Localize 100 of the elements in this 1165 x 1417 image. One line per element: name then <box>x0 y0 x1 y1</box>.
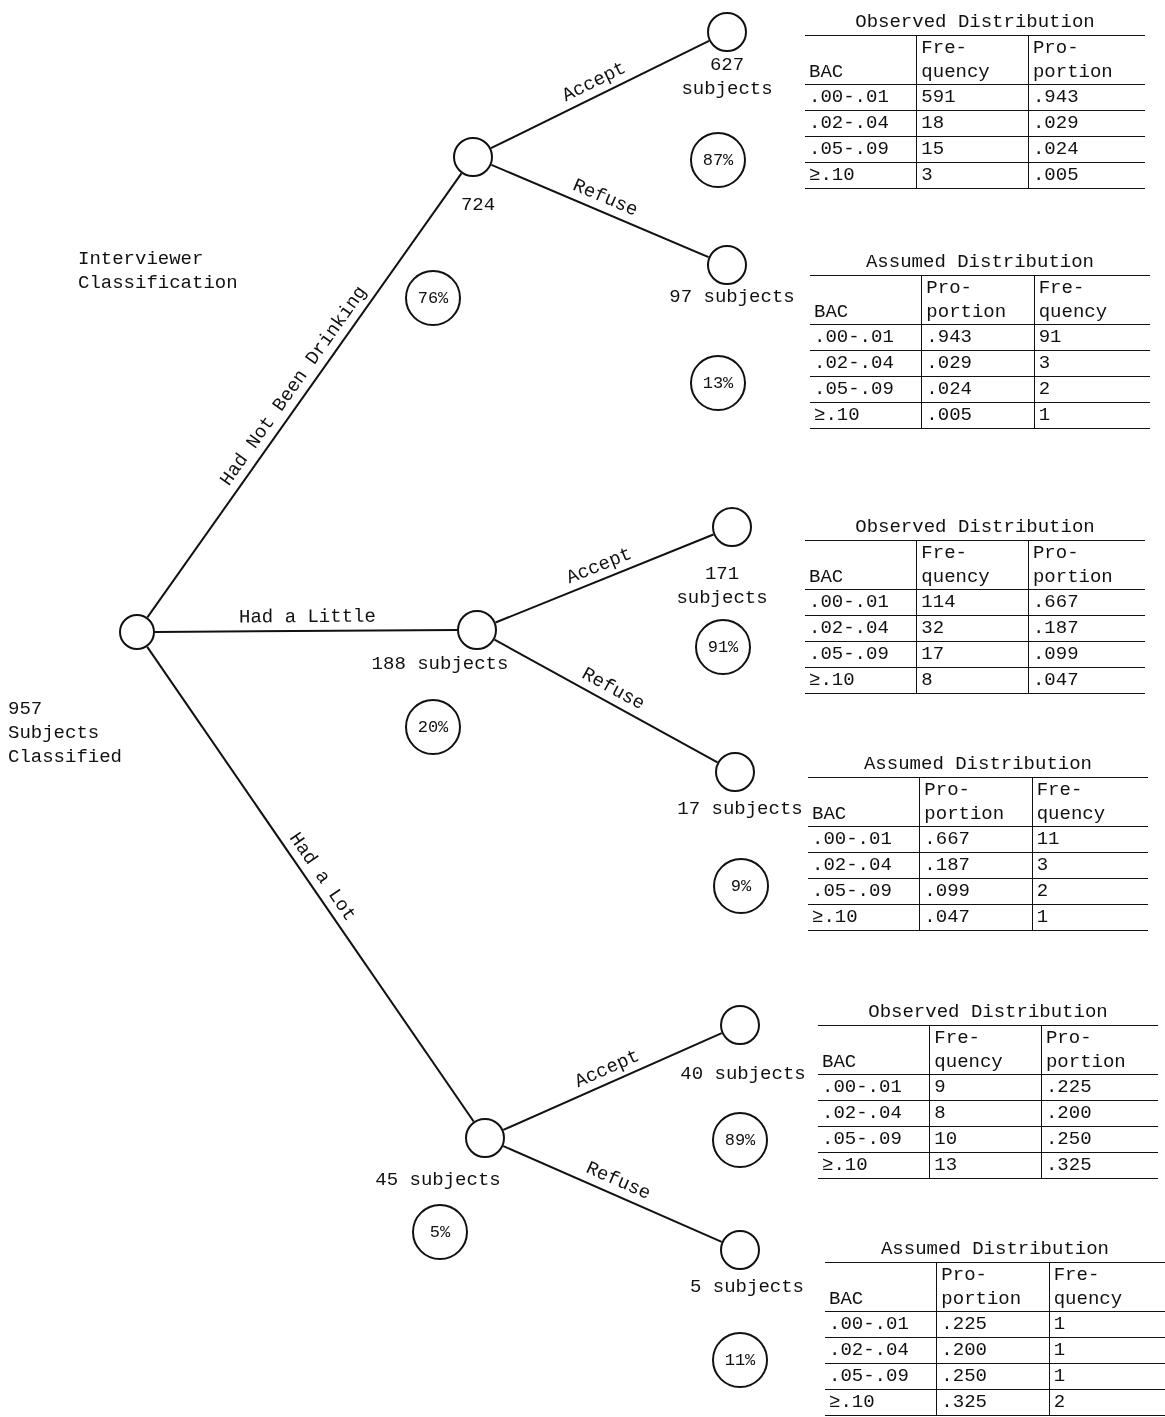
table-cell: 8 <box>916 667 1029 694</box>
percent-circle: 87% <box>690 132 746 188</box>
table-cell: 2 <box>1032 878 1148 905</box>
table-cell: .00-.01 <box>808 826 920 853</box>
table-cell: .05-.09 <box>805 641 917 668</box>
table-cell: 1 <box>1032 904 1148 931</box>
column-header: BAC <box>818 1025 930 1075</box>
percent-circle: 91% <box>695 619 751 675</box>
table-cell: .02-.04 <box>825 1337 937 1364</box>
table-cell: .187 <box>1028 615 1145 642</box>
column-header: BAC <box>810 275 922 325</box>
table-title: Assumed Distribution <box>808 752 1148 778</box>
table-cell: ≥.10 <box>805 667 917 694</box>
tree-node-circle <box>457 610 497 650</box>
table-cell: ≥.10 <box>825 1389 937 1416</box>
column-header: Fre- quency <box>929 1025 1042 1075</box>
column-header: Pro- portion <box>1028 540 1145 590</box>
column-header: BAC <box>808 777 920 827</box>
table-cell: 2 <box>1034 376 1150 403</box>
table-cell: ≥.10 <box>805 162 917 189</box>
table-cell: .099 <box>1028 641 1145 668</box>
count-label: 724 <box>459 193 497 217</box>
table-cell: 3 <box>916 162 1029 189</box>
count-label: 188 subjects <box>370 652 510 676</box>
count-label: 45 subjects <box>374 1168 502 1192</box>
column-header: Fre- quency <box>916 540 1029 590</box>
tree-node-circle <box>453 137 493 177</box>
table-cell: .200 <box>1041 1100 1158 1127</box>
table-cell: .029 <box>921 350 1035 377</box>
tree-node-circle <box>465 1118 505 1158</box>
percent-circle: 11% <box>712 1332 768 1388</box>
branch-line <box>493 638 719 764</box>
table-cell: .250 <box>1041 1126 1158 1153</box>
branch-line <box>146 645 475 1123</box>
column-header: Pro- portion <box>919 777 1033 827</box>
table-cell: ≥.10 <box>808 904 920 931</box>
table-cell: .00-.01 <box>805 589 917 616</box>
count-label: 957 Subjects Classified <box>8 697 123 769</box>
column-header: Pro- portion <box>921 275 1035 325</box>
column-header: Fre- quency <box>1034 275 1150 325</box>
tree-node-circle <box>707 12 747 52</box>
count-label: 97 subjects <box>668 285 796 309</box>
table-cell: 1 <box>1049 1337 1165 1364</box>
table-cell: 11 <box>1032 826 1148 853</box>
table-cell: .05-.09 <box>818 1126 930 1153</box>
count-label: 171 subjects <box>675 562 769 610</box>
branch-line <box>146 172 463 619</box>
table-cell: .024 <box>1028 136 1145 163</box>
tree-node-circle <box>119 614 155 650</box>
table-cell: .200 <box>936 1337 1050 1364</box>
tree-node-circle <box>720 1005 760 1045</box>
table-cell: 17 <box>916 641 1029 668</box>
branch-line <box>154 629 458 633</box>
table-cell: .943 <box>1028 84 1145 111</box>
branch-line <box>490 163 710 259</box>
table-cell: .00-.01 <box>805 84 917 111</box>
table-cell: 10 <box>929 1126 1042 1153</box>
table-cell: 591 <box>916 84 1029 111</box>
table-cell: .187 <box>919 852 1033 879</box>
table-cell: .05-.09 <box>825 1363 937 1390</box>
column-header: Pro- portion <box>1041 1025 1158 1075</box>
table-cell: .943 <box>921 324 1035 351</box>
branch-line <box>502 1032 723 1131</box>
table-cell: 1 <box>1049 1311 1165 1338</box>
table-cell: .667 <box>1028 589 1145 616</box>
table-cell: .05-.09 <box>805 136 917 163</box>
count-label: 40 subjects <box>679 1062 807 1086</box>
column-header: Pro- portion <box>1028 35 1145 85</box>
table-cell: 8 <box>929 1100 1042 1127</box>
table-cell: .250 <box>936 1363 1050 1390</box>
table-cell: 3 <box>1034 350 1150 377</box>
table-cell: .099 <box>919 878 1033 905</box>
count-label: 17 subjects <box>676 797 804 821</box>
table-cell: .00-.01 <box>818 1074 930 1101</box>
table-title: Observed Distribution <box>805 10 1145 36</box>
table-title: Observed Distribution <box>805 515 1145 541</box>
branch-line <box>489 39 711 150</box>
tree-node-circle <box>712 507 752 547</box>
count-label: 627 subjects <box>680 53 774 101</box>
table-cell: 114 <box>916 589 1029 616</box>
percent-circle: 76% <box>405 270 461 326</box>
table-title: Observed Distribution <box>818 1000 1158 1026</box>
table-cell: 1 <box>1049 1363 1165 1390</box>
table-cell: ≥.10 <box>810 402 922 429</box>
table-cell: .667 <box>919 826 1033 853</box>
table-cell: .225 <box>1041 1074 1158 1101</box>
table-cell: .047 <box>1028 667 1145 694</box>
tree-node-circle <box>720 1230 760 1270</box>
column-header: BAC <box>805 35 917 85</box>
table-cell: .02-.04 <box>808 852 920 879</box>
table-cell: .047 <box>919 904 1033 931</box>
branch-line <box>502 1145 723 1243</box>
table-cell: .024 <box>921 376 1035 403</box>
percent-circle: 13% <box>690 355 746 411</box>
table-cell: 9 <box>929 1074 1042 1101</box>
table-cell: 3 <box>1032 852 1148 879</box>
count-label: 5 subjects <box>689 1275 805 1299</box>
table-cell: .00-.01 <box>810 324 922 351</box>
table-cell: .225 <box>936 1311 1050 1338</box>
table-cell: .325 <box>1041 1152 1158 1179</box>
